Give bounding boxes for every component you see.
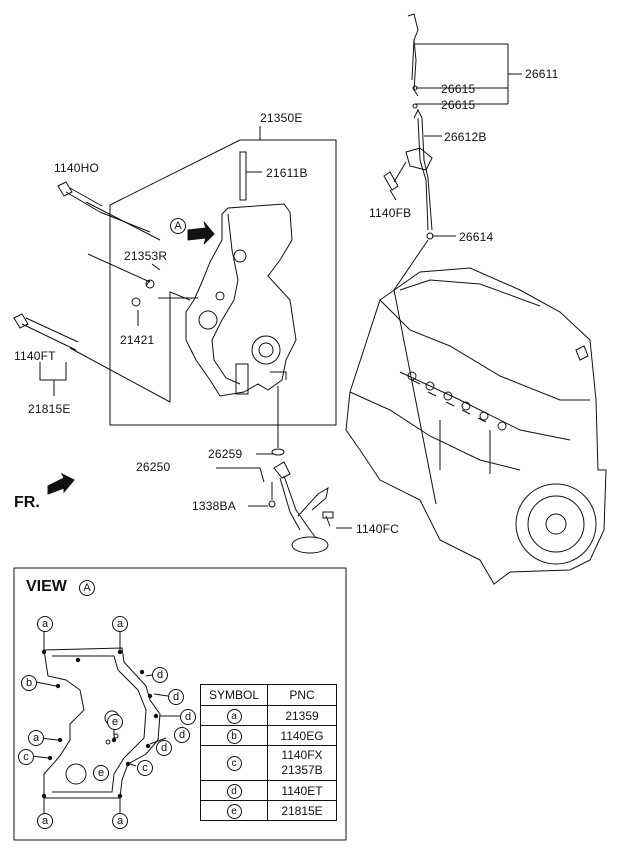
view-ref-circle: A: [170, 218, 186, 234]
row-pnc: 21359: [267, 705, 337, 726]
label-1140HO: 1140HO: [54, 161, 100, 175]
row-symbol: e: [226, 803, 242, 819]
marker-b: b: [21, 675, 37, 691]
label-1140FT: 1140FT: [14, 349, 56, 363]
marker-c-2: c: [137, 760, 153, 776]
row-symbol: c: [226, 756, 242, 771]
header-pnc: PNC: [267, 684, 337, 706]
row-symbol: d: [226, 783, 242, 799]
table-row: b 1140EG: [200, 725, 337, 746]
label-26615-top: 26615: [441, 82, 476, 96]
label-1140FC: 1140FC: [356, 522, 400, 536]
front-direction-label: FR.: [14, 494, 40, 511]
row-symbol: a: [226, 708, 242, 724]
label-26611: 26611: [525, 67, 559, 81]
dipstick-tube-drawing: [383, 108, 456, 505]
label-26250: 26250: [136, 460, 171, 474]
fr-arrow: [47, 472, 75, 495]
symbol-table: SYMBOL PNC a 21359 b 1140EG c 1140FX 213…: [200, 684, 337, 821]
bolt-1140HO: [57, 181, 161, 241]
row-symbol: b: [226, 728, 242, 744]
dipstick-drawing: [407, 13, 419, 109]
marker-a-3: a: [28, 730, 44, 746]
marker-d-5: d: [156, 740, 172, 756]
label-21815E: 21815E: [28, 402, 71, 416]
label-26259: 26259: [208, 447, 243, 461]
row-pnc: 1140EG: [267, 725, 337, 746]
table-row: c 1140FX 21357B: [200, 745, 337, 781]
marker-a-2: a: [112, 616, 128, 632]
marker-c-1: c: [18, 749, 34, 765]
label-1140FB: 1140FB: [369, 206, 412, 220]
label-26612B: 26612B: [444, 130, 487, 144]
oil-strainer-drawing: [216, 386, 352, 554]
timing-cover-drawing: [185, 151, 297, 397]
view-a-frame: [13, 567, 347, 841]
label-21350E: 21350E: [260, 111, 303, 125]
row-pnc: 1140FX: [281, 748, 323, 762]
marker-a-1: a: [37, 616, 53, 632]
label-21611B: 21611B: [266, 166, 308, 180]
table-row: e 21815E: [200, 800, 337, 821]
row-pnc: 21815E: [267, 800, 337, 821]
label-26614: 26614: [459, 230, 494, 244]
label-26615-bottom: 26615: [441, 98, 476, 112]
symbol-table-header: SYMBOL PNC: [200, 684, 337, 706]
marker-a-5: a: [112, 813, 128, 829]
row-pnc: 1140ET: [267, 780, 337, 801]
marker-d-3: d: [180, 709, 196, 725]
table-row: d 1140ET: [200, 780, 337, 801]
view-title-ref: A: [79, 580, 95, 596]
engine-block-drawing: [345, 267, 607, 585]
label-21353R: 21353R: [124, 249, 168, 263]
view-title: VIEW: [26, 578, 67, 595]
table-row: a 21359: [200, 705, 337, 726]
marker-e-1: e: [107, 714, 123, 730]
marker-a-4: a: [37, 813, 53, 829]
header-symbol: SYMBOL: [200, 684, 268, 706]
bolt-1140FT: [13, 291, 191, 403]
row-pnc-secondary: 21357B: [281, 763, 323, 777]
marker-d-4: d: [174, 727, 190, 743]
timing-cover-box: [109, 139, 337, 426]
marker-e-2: e: [93, 765, 109, 781]
label-1338BA: 1338BA: [192, 499, 236, 513]
marker-d-1: d: [152, 667, 168, 683]
label-21421: 21421: [120, 333, 155, 347]
marker-d-2: d: [168, 689, 184, 705]
